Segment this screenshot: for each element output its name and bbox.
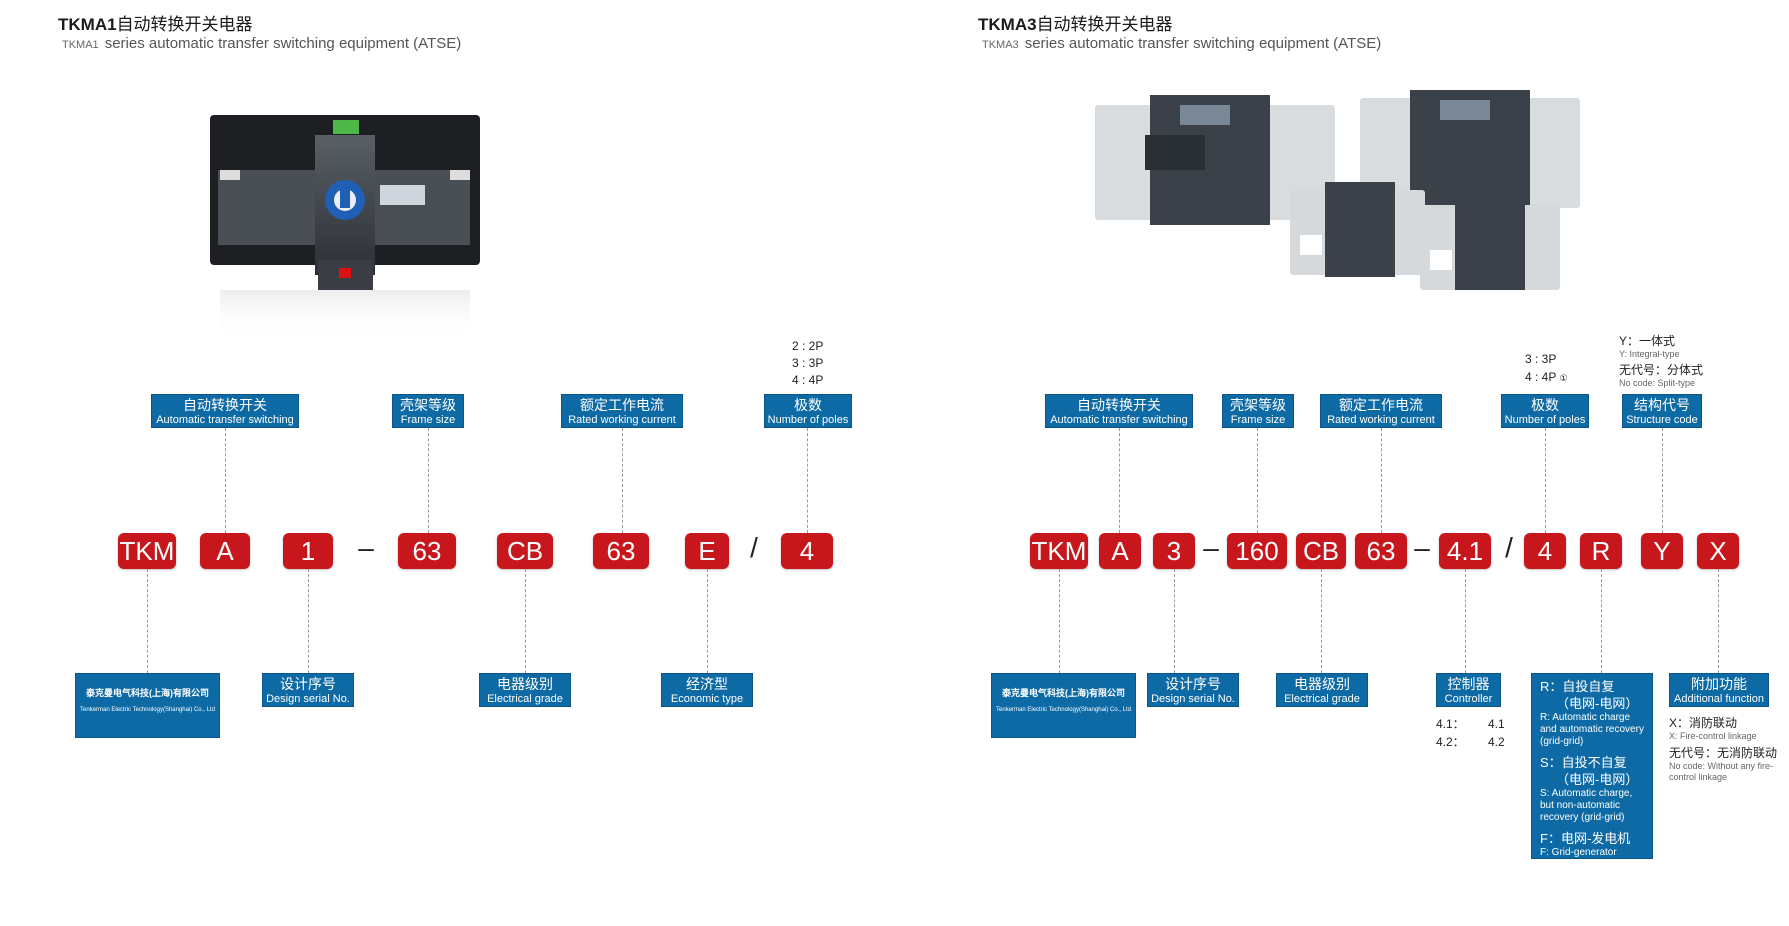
code-grade: CB xyxy=(497,533,553,569)
code-grade-right: CB xyxy=(1296,533,1346,569)
code-controller-right: 4.1 xyxy=(1439,533,1491,569)
code-poles-right: 4 xyxy=(1524,533,1566,569)
tkma1-product-image xyxy=(210,115,480,340)
line xyxy=(1174,569,1175,673)
line xyxy=(1059,569,1060,673)
line xyxy=(147,569,148,673)
line xyxy=(1601,569,1602,673)
line xyxy=(1662,428,1663,533)
code-economic: E xyxy=(685,533,729,569)
code-serial: 1 xyxy=(283,533,333,569)
tkma3-product-image xyxy=(1095,90,1580,290)
line xyxy=(1465,569,1466,673)
code-poles: 4 xyxy=(781,533,833,569)
code-tkm: TKM xyxy=(118,533,176,569)
code-additional-right: X xyxy=(1697,533,1739,569)
line xyxy=(525,569,526,673)
code-tkm-right: TKM xyxy=(1030,533,1088,569)
right-title: TKMA3自动转换开关电器 xyxy=(978,15,1173,34)
code-recovery-right: R xyxy=(1580,533,1622,569)
line xyxy=(1321,569,1322,673)
poles-options-right: 3 : 3P 4 : 4P ① xyxy=(1525,352,1568,384)
line xyxy=(1545,428,1546,533)
line xyxy=(308,569,309,673)
left-title: TKMA1自动转换开关电器 xyxy=(58,15,253,34)
line xyxy=(1381,428,1382,533)
code-structure-right: Y xyxy=(1641,533,1683,569)
recovery-options-box: R：自投自复 （电网-电网） R: Automatic charge and a… xyxy=(1531,673,1653,859)
line xyxy=(622,428,623,533)
code-slash-right: / xyxy=(1505,532,1513,563)
code-dash2-right: – xyxy=(1414,532,1430,563)
code-slash: / xyxy=(750,532,758,563)
additional-options: X：消防联动 X: Fire-control linkage 无代号：无消防联动… xyxy=(1669,716,1778,782)
line xyxy=(225,428,226,533)
structure-options: Y：一体式 Y: Integral-type 无代号：分体式 No code: … xyxy=(1619,334,1704,388)
code-a: A xyxy=(200,533,250,569)
code-frame: 63 xyxy=(398,533,456,569)
line xyxy=(1718,569,1719,673)
code-a-right: A xyxy=(1099,533,1141,569)
code-current: 63 xyxy=(593,533,649,569)
line xyxy=(1119,428,1120,533)
code-frame-right: 160 xyxy=(1227,533,1287,569)
code-dash: – xyxy=(358,532,374,563)
line xyxy=(428,428,429,533)
line xyxy=(707,569,708,673)
controller-options: 4.1：4.1 4.2：4.2 xyxy=(1436,717,1505,749)
line xyxy=(1257,428,1258,533)
code-current-right: 63 xyxy=(1355,533,1407,569)
code-serial-right: 3 xyxy=(1153,533,1195,569)
line xyxy=(807,428,808,533)
poles-options-left: 2 : 2P 3 : 3P 4 : 4P xyxy=(792,339,824,387)
code-dash-right: – xyxy=(1203,532,1219,563)
